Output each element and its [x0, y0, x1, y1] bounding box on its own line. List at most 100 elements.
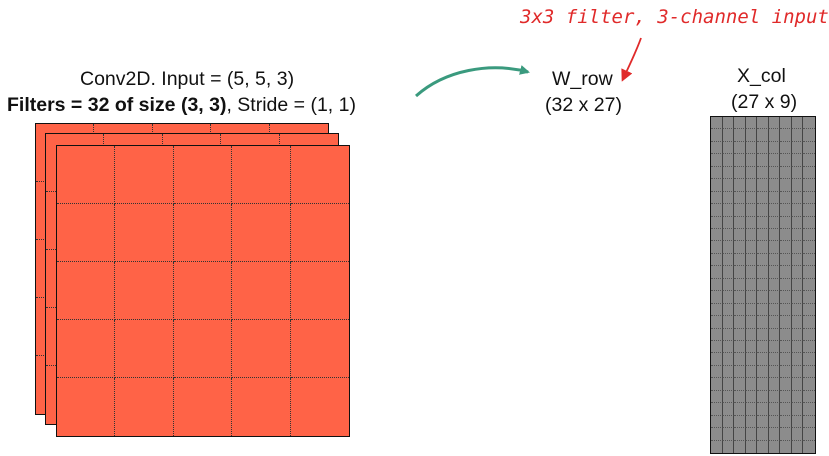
x-col-cell	[803, 279, 815, 292]
x-col-cell	[780, 229, 792, 242]
x-col-cell	[722, 253, 735, 267]
x-col-cell	[722, 241, 735, 254]
x-col-cell	[711, 365, 723, 379]
x-col-cell	[745, 328, 758, 341]
input-cell	[232, 320, 291, 378]
x-col-cell	[745, 179, 758, 192]
x-col-cell	[803, 403, 815, 416]
x-col-cell	[745, 241, 758, 254]
x-col-cell	[734, 278, 746, 292]
x-col-cell	[780, 216, 792, 229]
x-col-cell	[711, 117, 723, 130]
x-col-cell	[780, 278, 792, 292]
x-col-cell	[791, 266, 804, 279]
x-col-cell	[745, 154, 758, 167]
x-col-cell	[734, 117, 746, 130]
x-col-cell	[768, 378, 781, 391]
x-col-cell	[711, 341, 723, 354]
input-cell	[232, 378, 291, 436]
x-col-cell	[768, 241, 781, 254]
x-col-cell	[780, 316, 792, 329]
x-col-cell	[722, 303, 735, 317]
x-col-cell	[791, 129, 804, 142]
x-col-cell	[734, 390, 746, 404]
x-col-cell	[757, 154, 769, 167]
x-col-cell	[734, 415, 746, 429]
x-col-cell	[757, 229, 769, 242]
x-col-label: X_col	[737, 65, 786, 87]
x-col-cell	[745, 403, 758, 416]
x-col-cell	[769, 440, 781, 453]
x-col-cell	[745, 303, 758, 317]
x-col-cell	[734, 440, 746, 453]
x-col-cell	[757, 378, 769, 391]
x-col-cell	[768, 291, 781, 304]
x-col-cell	[791, 365, 804, 379]
x-col-cell	[711, 440, 723, 453]
x-col-cell	[803, 179, 815, 192]
x-col-cell	[734, 129, 746, 142]
x-col-cell	[803, 391, 815, 404]
x-col-cell	[768, 253, 781, 267]
x-col-cell	[791, 166, 804, 180]
x-col-cell	[711, 328, 723, 341]
x-col-cell	[745, 378, 758, 391]
x-col-cell	[780, 179, 792, 192]
x-col-cell	[722, 216, 735, 229]
x-col-cell	[734, 266, 746, 279]
input-cell	[232, 204, 291, 262]
x-col-cell	[780, 390, 792, 404]
x-col-cell	[780, 191, 792, 205]
input-cell	[290, 262, 349, 320]
x-col-cell	[745, 191, 758, 205]
x-col-cell	[734, 166, 746, 180]
x-col-cell	[722, 266, 735, 279]
x-col-cell	[722, 179, 735, 192]
x-col-cell	[768, 141, 781, 155]
x-col-cell	[791, 303, 804, 317]
filters-text: Filters = 32 of size (3, 3)	[7, 94, 227, 116]
x-col-cell	[722, 378, 735, 391]
x-col-cell	[791, 403, 804, 416]
x-col-cell	[711, 403, 723, 416]
x-col-cell	[757, 216, 769, 229]
flatten-arrow	[414, 65, 530, 98]
x-col-cell	[768, 316, 781, 329]
x-col-cell	[722, 191, 735, 205]
stride-text: , Stride = (1, 1)	[226, 94, 356, 116]
x-col-cell	[734, 229, 746, 242]
x-col-cell	[803, 291, 815, 304]
x-col-cell	[768, 403, 781, 416]
x-col-cell	[711, 179, 723, 192]
x-col-cell	[803, 254, 815, 267]
x-col-cell	[711, 253, 723, 267]
x-col-cell	[745, 129, 758, 142]
x-col-cell	[757, 303, 769, 317]
x-col-cell	[711, 216, 723, 229]
input-channel	[56, 145, 350, 437]
x-col-cell	[757, 415, 769, 429]
x-col-shape: (27 x 9)	[731, 91, 798, 113]
x-col-cell	[791, 291, 804, 304]
x-col-cell	[734, 428, 746, 441]
x-col-cell	[780, 204, 792, 217]
input-cell	[232, 146, 291, 204]
x-col-cell	[745, 204, 758, 217]
x-col-cell	[745, 229, 758, 242]
x-col-cell	[803, 416, 815, 429]
x-col-cell	[722, 291, 735, 304]
x-col-cell	[734, 341, 746, 354]
x-col-cell	[791, 278, 804, 292]
x-col-cell	[757, 117, 769, 130]
x-col-cell	[791, 154, 804, 167]
input-cell	[290, 204, 349, 262]
x-col-cell	[757, 328, 769, 341]
x-col-cell	[780, 141, 792, 155]
x-col-cell	[768, 341, 781, 354]
x-col-cell	[711, 428, 723, 441]
x-col-cell	[803, 378, 815, 391]
x-col-cell	[780, 129, 792, 142]
x-col-cell	[803, 266, 815, 279]
x-col-cell	[768, 428, 781, 441]
x-col-cell	[734, 353, 746, 366]
